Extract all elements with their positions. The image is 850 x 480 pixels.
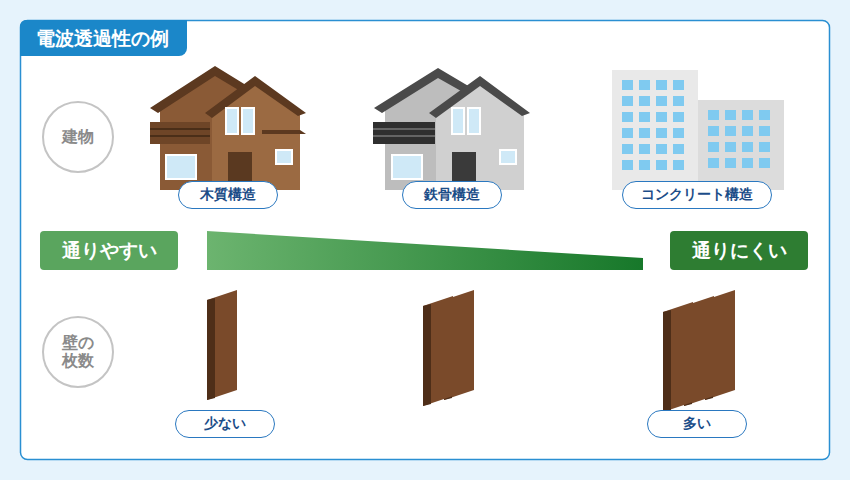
window [742, 142, 753, 152]
gradient-wedge [207, 231, 643, 270]
window [622, 80, 633, 90]
window [742, 110, 753, 120]
node-text: 壁の 枚数 [60, 334, 97, 371]
window [656, 160, 667, 170]
window [708, 110, 719, 120]
wall-board [207, 298, 215, 400]
window [622, 144, 633, 154]
window [656, 128, 667, 138]
node-text: 通りにくい [692, 238, 787, 264]
node-text: 建物 [60, 128, 97, 146]
node-text: 鉄骨構造 [424, 186, 480, 204]
window [673, 160, 684, 170]
title-tab: 電波透過性の例 [20, 20, 187, 56]
window [725, 110, 736, 120]
structure-pill: 鉄骨構造 [402, 181, 502, 209]
window [673, 112, 684, 122]
window [759, 142, 770, 152]
window [622, 128, 633, 138]
panel [21, 21, 830, 460]
window [673, 144, 684, 154]
window [759, 158, 770, 168]
amount-pill: 少ない [175, 410, 275, 438]
window [656, 80, 667, 90]
wall-board [207, 290, 237, 400]
window [673, 96, 684, 106]
window [725, 158, 736, 168]
wooden-house [150, 66, 306, 190]
easy-label: 通りやすい [40, 231, 178, 270]
window [673, 80, 684, 90]
wall-board [663, 302, 693, 412]
concrete-building [612, 70, 784, 190]
window [725, 126, 736, 136]
window [725, 142, 736, 152]
steel-house [373, 68, 530, 190]
wall-board [423, 304, 431, 406]
window [639, 96, 650, 106]
window [656, 112, 667, 122]
structure-pill: 木質構造 [178, 181, 278, 209]
window [639, 112, 650, 122]
row-label-circle: 壁の 枚数 [42, 316, 114, 388]
window [742, 126, 753, 136]
window [656, 96, 667, 106]
structure-pill: コンクリート構造 [622, 181, 772, 209]
walls [207, 290, 735, 412]
hard-label: 通りにくい [670, 231, 808, 270]
window [622, 96, 633, 106]
node-text: 通りやすい [62, 238, 157, 264]
node-text: 多い [683, 415, 711, 433]
window [759, 110, 770, 120]
window [708, 126, 719, 136]
window [639, 160, 650, 170]
node-text: 木質構造 [200, 186, 256, 204]
node-text: コンクリート構造 [641, 186, 753, 204]
window [742, 158, 753, 168]
node-text: 少ない [204, 415, 246, 433]
row-label-circle: 建物 [42, 101, 114, 173]
window [639, 144, 650, 154]
window [708, 158, 719, 168]
window [759, 126, 770, 136]
window [656, 144, 667, 154]
window [622, 160, 633, 170]
window [639, 128, 650, 138]
window [639, 80, 650, 90]
window [673, 128, 684, 138]
wall-board [663, 310, 671, 412]
window [708, 142, 719, 152]
window [622, 112, 633, 122]
wall-board [423, 296, 453, 406]
amount-pill: 多い [647, 410, 747, 438]
